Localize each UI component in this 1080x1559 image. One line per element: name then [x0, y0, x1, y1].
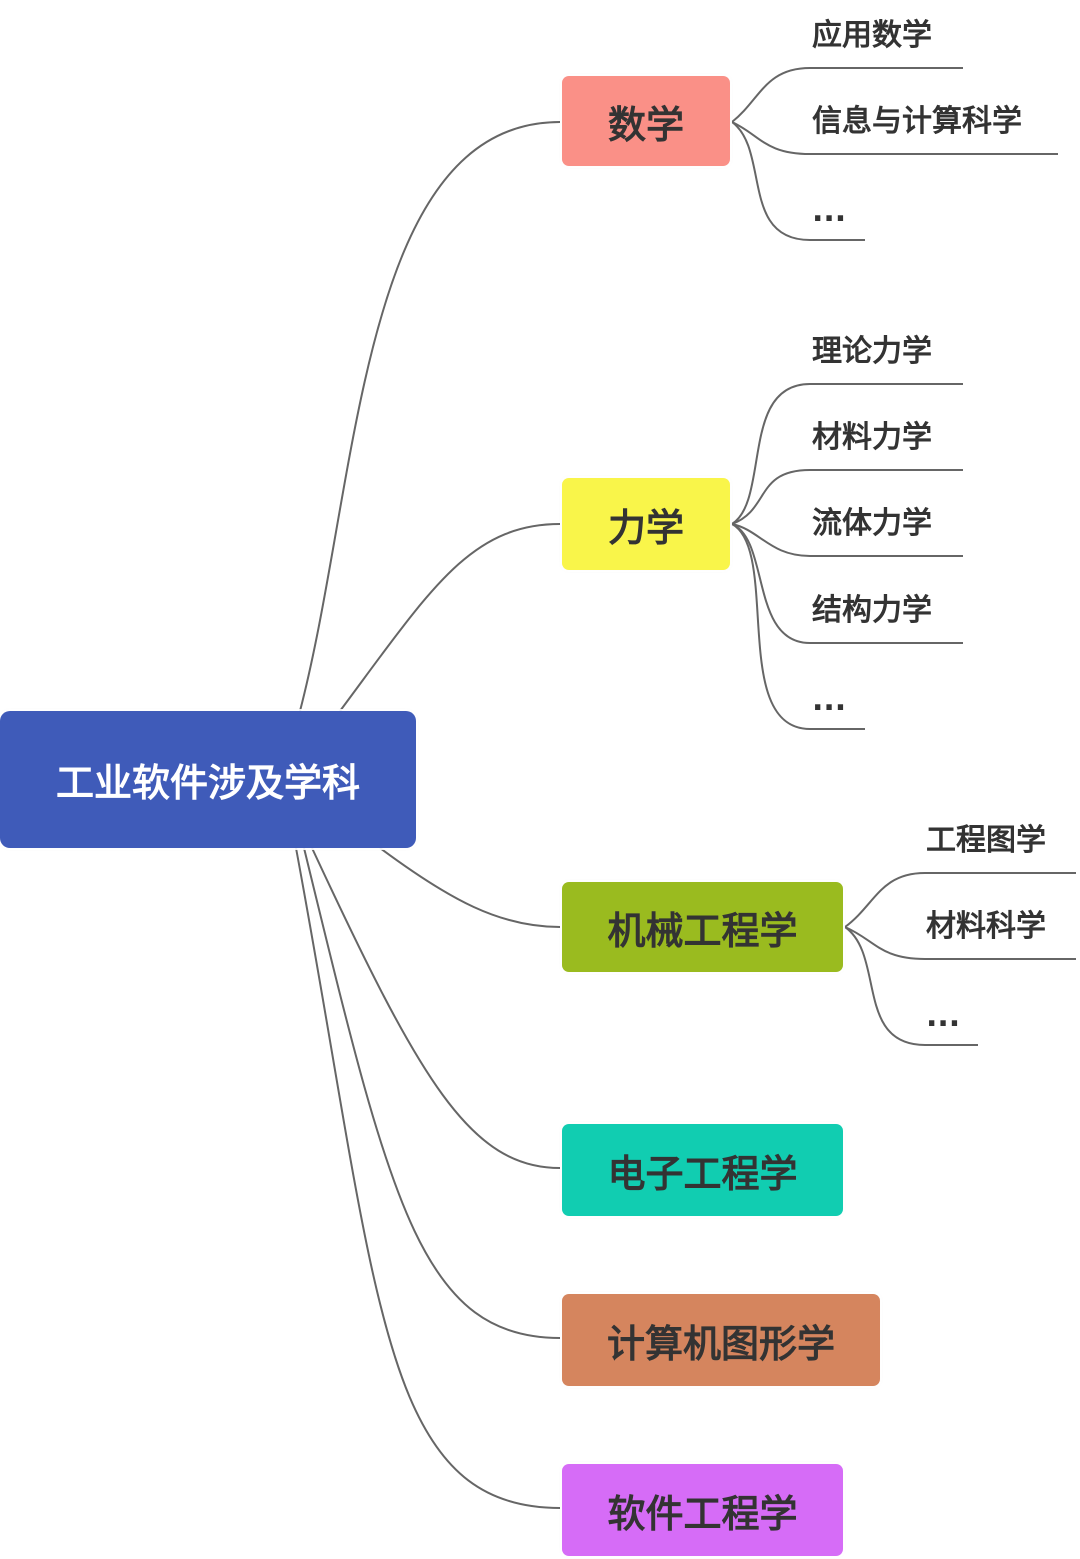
branch-mechanical-engineering[interactable]: 机械工程学 [562, 882, 843, 972]
link-math-3 [731, 121, 865, 241]
leaf-node[interactable]: 材料力学 [812, 420, 932, 455]
branch-label: 电子工程学 [607, 1151, 798, 1196]
branch-label: 计算机图形学 [606, 1321, 835, 1366]
branch-electronic-engineering[interactable]: 电子工程学 [562, 1124, 843, 1216]
leaf-node[interactable]: 材料科学 [926, 909, 1046, 944]
link-math-2 [731, 121, 1058, 155]
branch-math[interactable]: 数学 [562, 76, 730, 166]
leaf-node[interactable]: 应用数学 [812, 18, 932, 53]
link-root-mech-eng [379, 847, 561, 928]
branch-software-engineering[interactable]: 软件工程学 [562, 1464, 843, 1556]
branch-mechanics[interactable]: 力学 [562, 478, 730, 570]
branch-computer-graphics[interactable]: 计算机图形学 [562, 1294, 880, 1386]
leaf-node[interactable]: 工程图学 [926, 823, 1046, 858]
leaf-node[interactable]: 理论力学 [812, 334, 932, 369]
link-mech-4 [731, 523, 963, 644]
leaf-node[interactable]: ... [812, 683, 847, 718]
leaf-node[interactable]: 结构力学 [812, 593, 932, 628]
leaf-node[interactable]: 信息与计算科学 [812, 104, 1022, 139]
branch-label: 力学 [607, 505, 684, 550]
link-me-3 [844, 926, 978, 1046]
root-label: 工业软件涉及学科 [55, 761, 360, 805]
link-me-2 [844, 926, 1076, 960]
leaf-node[interactable]: ... [926, 999, 961, 1034]
link-me-1 [844, 872, 1076, 928]
link-mech-3 [731, 523, 963, 557]
link-root-graphics [303, 847, 561, 1339]
leaf-node[interactable]: 流体力学 [812, 506, 932, 541]
link-math-1 [731, 67, 963, 123]
link-root-software [295, 847, 561, 1509]
link-root-elec-eng [311, 847, 561, 1169]
branch-label: 机械工程学 [607, 908, 798, 953]
link-root-mechanics [339, 523, 561, 712]
root-node[interactable]: 工业软件涉及学科 [0, 711, 416, 848]
link-mech-5 [731, 523, 865, 730]
link-root-math [299, 121, 561, 712]
link-mech-1 [731, 383, 963, 525]
leaf-node[interactable]: ... [812, 194, 847, 229]
branch-label: 软件工程学 [607, 1491, 798, 1536]
branch-label: 数学 [607, 102, 684, 147]
link-mech-2 [731, 469, 963, 525]
